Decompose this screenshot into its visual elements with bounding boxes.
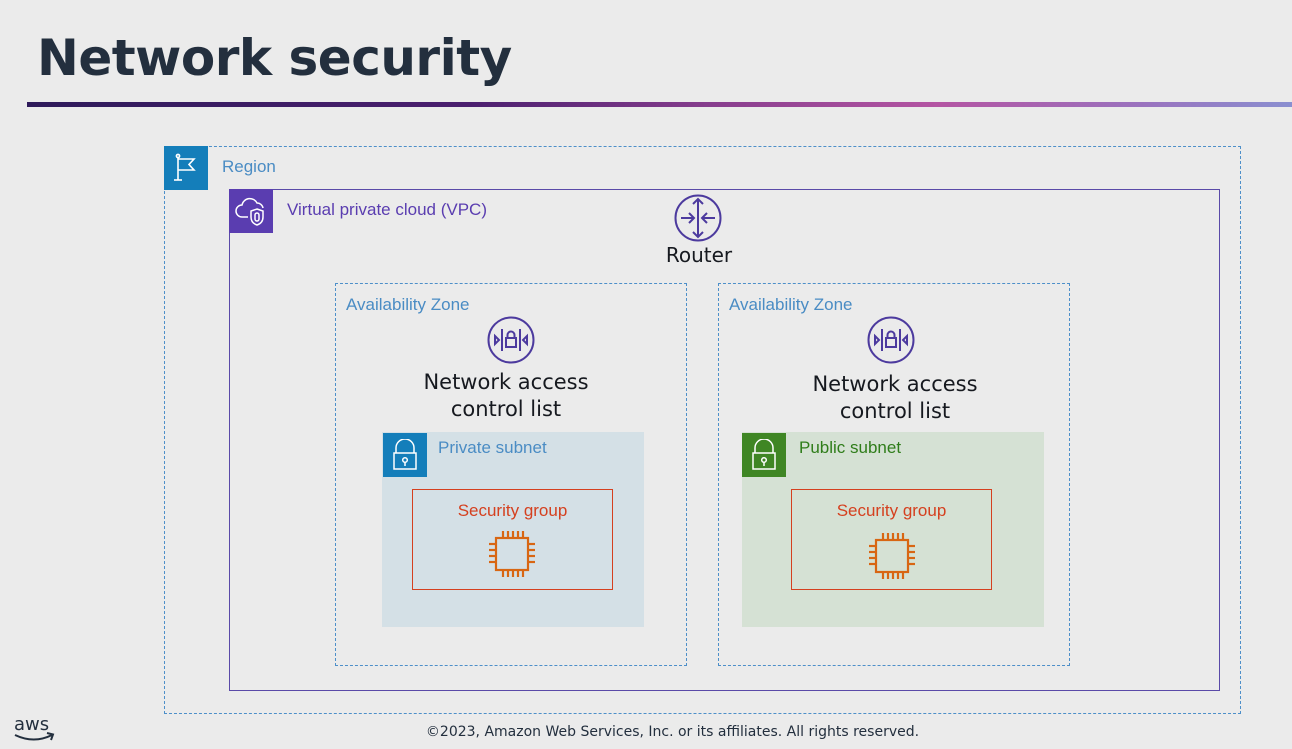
nacl-label-line1: Network access: [423, 370, 589, 394]
nacl-label: Network access control list: [775, 371, 1015, 425]
availability-zone-1: [335, 283, 687, 666]
copyright-notice: ©2023, Amazon Web Services, Inc. or its …: [425, 724, 920, 740]
router-icon: [674, 194, 722, 242]
svg-text:aws: aws: [14, 714, 49, 735]
router-label: Router: [665, 243, 733, 267]
security-group-label: Security group: [457, 501, 568, 520]
availability-zone-2: [718, 283, 1070, 666]
ec2-chip-icon: [486, 528, 538, 580]
vpc-group: [229, 189, 1220, 691]
vpc-cloud-shield-icon: [229, 189, 273, 233]
availability-zone-label: Availability Zone: [346, 295, 470, 314]
region-group: [164, 146, 1241, 714]
nacl-icon: [867, 316, 915, 364]
aws-logo: aws: [12, 712, 58, 744]
nacl-label-line2: control list: [450, 397, 562, 421]
region-flag-icon: [164, 146, 208, 190]
region-label: Region: [222, 157, 276, 176]
nacl-icon: [487, 316, 535, 364]
private-subnet-label: Private subnet: [438, 438, 547, 457]
public-subnet: [742, 432, 1044, 627]
title-divider: [27, 102, 1292, 107]
security-group-2: [791, 489, 992, 590]
nacl-label-line2: control list: [839, 399, 951, 423]
nacl-label-line1: Network access: [812, 372, 978, 396]
slide-title: Network security: [37, 29, 512, 87]
lock-icon: [742, 433, 786, 477]
public-subnet-label: Public subnet: [799, 438, 902, 457]
availability-zone-label: Availability Zone: [729, 295, 853, 314]
lock-icon: [383, 433, 427, 477]
security-group-label: Security group: [836, 501, 947, 520]
ec2-chip-icon: [866, 530, 918, 582]
vpc-label: Virtual private cloud (VPC): [287, 200, 487, 219]
security-group-1: [412, 489, 613, 590]
nacl-label: Network access control list: [386, 369, 626, 423]
